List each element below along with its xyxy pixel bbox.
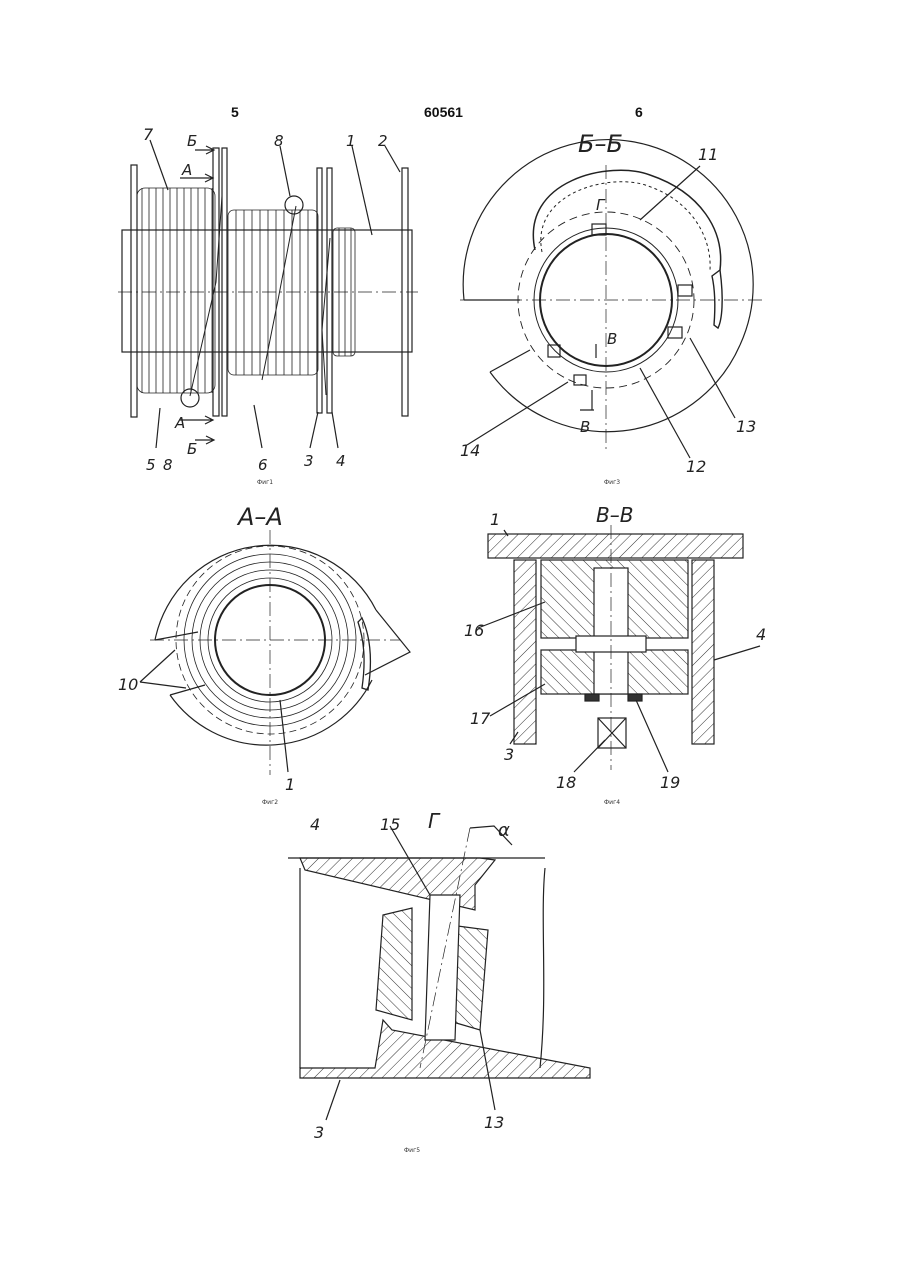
caption-fig4: Фиг4 (604, 799, 620, 806)
label-4: 4 (336, 452, 346, 470)
label-4: 4 (310, 815, 320, 834)
label-4: 4 (756, 625, 766, 644)
label-g: Г (596, 196, 606, 214)
caption-fig3: Фиг3 (604, 479, 620, 486)
figure-3 (460, 140, 765, 458)
label-6: 6 (258, 456, 268, 474)
label-alpha: α (498, 820, 510, 841)
label-section-b-bottom: Б (187, 440, 197, 458)
divider-plate-b (222, 148, 227, 416)
label-8-bottom: 8 (163, 456, 173, 474)
label-7: 7 (143, 125, 154, 144)
caption-fig5: Фиг5 (404, 1147, 420, 1154)
cable-winding-left (137, 188, 215, 393)
figure-1 (118, 140, 418, 448)
roller-upper (376, 908, 412, 1020)
roller-14 (574, 375, 586, 385)
label-19: 19 (660, 773, 680, 792)
section-title-vv: В–В (596, 503, 633, 527)
drum-core (122, 230, 412, 352)
cable-winding-middle (228, 210, 318, 375)
figure-4 (478, 525, 760, 772)
figure-2-labels: А–А 10 1 Фиг2 (118, 503, 295, 806)
label-v-top: В (607, 330, 617, 348)
flange-3 (514, 560, 536, 744)
section-title-aa: А–А (236, 503, 283, 531)
label-13: 13 (484, 1113, 504, 1132)
caption-fig1: Фиг1 (257, 479, 273, 486)
label-g: Г (428, 809, 441, 833)
label-section-b-top: Б (187, 132, 197, 150)
figure-2 (140, 530, 410, 775)
label-v-bottom: В (580, 418, 590, 436)
flange-4 (327, 168, 332, 413)
drum-wall-1 (488, 534, 743, 558)
cable-band (533, 170, 720, 270)
label-8-top: 8 (274, 132, 284, 150)
label-12: 12 (686, 457, 706, 476)
label-15: 15 (380, 815, 400, 834)
flange-4 (692, 560, 714, 744)
label-2: 2 (378, 132, 388, 150)
label-section-a-bottom: А (174, 414, 185, 432)
roller-right (678, 285, 692, 296)
label-14: 14 (460, 441, 480, 460)
label-3: 3 (304, 452, 314, 470)
label-1: 1 (346, 132, 356, 150)
label-11: 11 (698, 145, 718, 164)
section-title-bb: Б–Б (578, 130, 623, 158)
label-16: 16 (464, 621, 484, 640)
label-1: 1 (490, 510, 500, 529)
figure-5 (288, 826, 590, 1120)
label-section-a-top: А (181, 161, 192, 179)
wall-4 (300, 858, 495, 910)
label-5: 5 (146, 456, 156, 474)
label-1: 1 (285, 775, 295, 794)
label-13: 13 (736, 417, 756, 436)
caption-fig2: Фиг2 (262, 799, 278, 806)
flange-outline (155, 545, 376, 640)
pulley-8-lower (181, 389, 199, 407)
pulley-8-upper (285, 196, 303, 214)
label-18: 18 (556, 773, 576, 792)
label-3: 3 (314, 1123, 324, 1142)
label-10: 10 (118, 675, 138, 694)
label-3: 3 (504, 745, 514, 764)
label-17: 17 (470, 709, 491, 728)
flange-5 (131, 165, 137, 417)
